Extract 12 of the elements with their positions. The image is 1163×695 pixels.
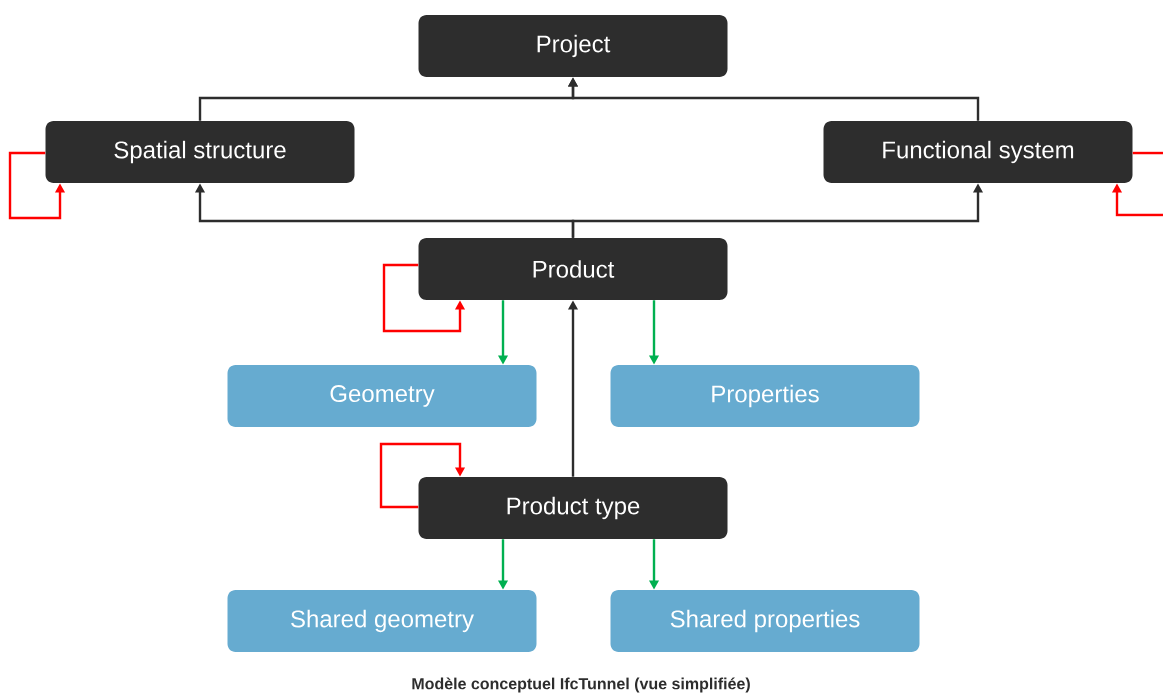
arrow [1111, 151, 1163, 217]
entity-box: Project [418, 15, 728, 77]
attribute-box: Properties [610, 365, 920, 427]
entity-box: Product [418, 238, 728, 300]
attribute-box: Shared geometry [227, 590, 537, 652]
attribute-box: Geometry [227, 365, 537, 427]
caption: Modèle conceptuel IfcTunnel (vue simplifiée) [412, 677, 750, 693]
entity-box: Spatial structure [45, 121, 355, 183]
attribute-box: Shared properties [610, 590, 920, 652]
arrow [379, 442, 466, 509]
entity-box: Functional system [823, 121, 1133, 183]
entity-box: Product type [418, 477, 728, 539]
